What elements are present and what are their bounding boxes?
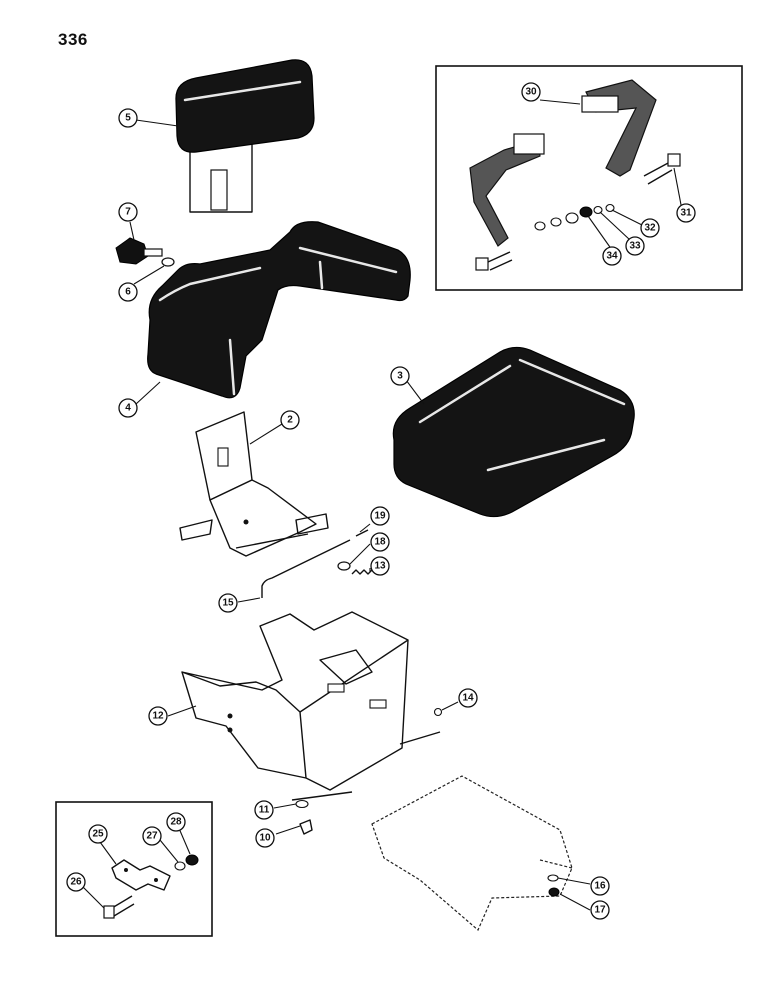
- callout: 10: [255, 828, 275, 848]
- callout-label: 3: [397, 371, 403, 382]
- belt-bolt-lower: [475, 251, 513, 271]
- callout-label: 26: [70, 877, 82, 888]
- callout-label: 13: [374, 561, 386, 572]
- callout: 14: [458, 688, 478, 708]
- callout: 2: [280, 410, 300, 430]
- nut-28: [185, 854, 199, 866]
- callout-label: 31: [680, 208, 692, 219]
- seat-bracket: [179, 411, 329, 557]
- spring-13: [351, 569, 373, 575]
- callout: 3: [390, 366, 410, 386]
- seat-cushion: [392, 346, 635, 518]
- callout-label: 19: [374, 511, 386, 522]
- callout: 28: [166, 812, 186, 832]
- callout: 32: [640, 218, 660, 238]
- callout-label: 30: [525, 87, 537, 98]
- callout: 6: [118, 282, 138, 302]
- callout-label: 34: [606, 251, 618, 262]
- callout: 33: [625, 236, 645, 256]
- callout: 30: [521, 82, 541, 102]
- belt-bolt-31: [643, 153, 681, 185]
- callout: 26: [66, 872, 86, 892]
- callout: 13: [370, 556, 390, 576]
- seat-belt-inset-frame: [435, 65, 743, 291]
- rod-15: [261, 539, 351, 598]
- callout-label: 7: [125, 207, 131, 218]
- callout-label: 12: [152, 711, 164, 722]
- callout: 16: [590, 876, 610, 896]
- backrest-pad: [175, 59, 315, 213]
- pin-19: [355, 529, 369, 537]
- callout-label: 28: [170, 817, 182, 828]
- belt-hardware: [534, 203, 615, 231]
- nut-18: [337, 561, 351, 571]
- leader-lines: [81, 99, 683, 911]
- mounting-plate-dashed: [371, 775, 573, 931]
- seat-base-frame: [181, 611, 441, 801]
- callout-label: 2: [287, 415, 293, 426]
- callout-label: 17: [594, 905, 606, 916]
- callout-label: 11: [259, 805, 270, 816]
- callout-label: 14: [462, 693, 474, 704]
- washer-11: [295, 799, 309, 809]
- callout: 15: [218, 593, 238, 613]
- callout-label: 25: [92, 829, 104, 840]
- callout: 17: [590, 900, 610, 920]
- callout: 25: [88, 824, 108, 844]
- callout-label: 10: [259, 833, 271, 844]
- callout: 5: [118, 108, 138, 128]
- callout: 18: [370, 532, 390, 552]
- callout-label: 18: [374, 537, 386, 548]
- callout-label: 5: [125, 113, 131, 124]
- callout-label: 16: [594, 881, 606, 892]
- bracket-25: [111, 859, 171, 891]
- callout-label: 15: [222, 598, 234, 609]
- nut-17: [548, 887, 560, 897]
- bolt-10: [299, 819, 313, 835]
- plug-14: [433, 707, 443, 717]
- armrest-cushion: [147, 221, 411, 399]
- seat-belt: [469, 79, 657, 247]
- bracket-inset-frame: [55, 801, 213, 937]
- adjusting-knob: [115, 237, 163, 265]
- lockwasher-27: [174, 861, 186, 871]
- callout-label: 6: [125, 287, 131, 298]
- callout-label: 32: [644, 223, 656, 234]
- callout: 27: [142, 826, 162, 846]
- callout-label: 4: [125, 403, 131, 414]
- callout: 19: [370, 506, 390, 526]
- callout-label: 33: [629, 241, 641, 252]
- bolt-26: [103, 895, 135, 919]
- callout: 12: [148, 706, 168, 726]
- callout: 34: [602, 246, 622, 266]
- callout-label: 27: [146, 831, 158, 842]
- washer-16: [547, 874, 559, 882]
- callout: 11: [254, 800, 274, 820]
- callout: 7: [118, 202, 138, 222]
- washer-6: [161, 257, 175, 267]
- page-number: 336: [58, 30, 88, 49]
- callout: 4: [118, 398, 138, 418]
- callout: 31: [676, 203, 696, 223]
